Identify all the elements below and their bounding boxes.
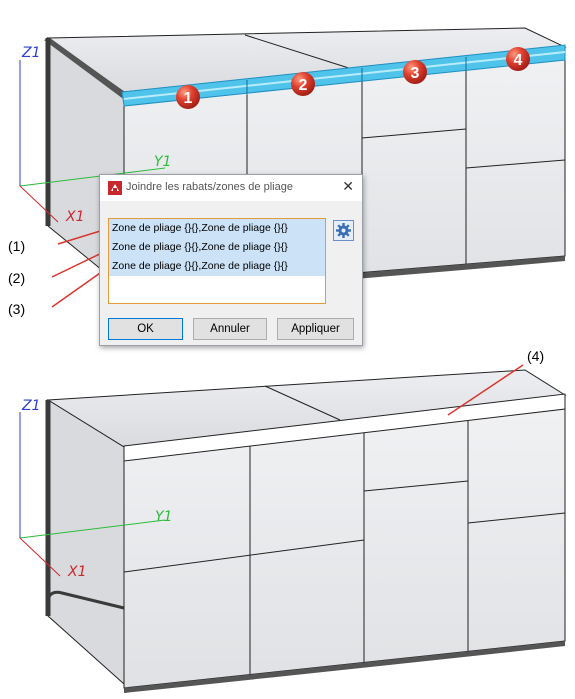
panel-divider	[467, 512, 566, 524]
marker-4[interactable]: 4	[506, 47, 530, 71]
list-item[interactable]: Zone de pliage {}{},Zone de pliage {}{}	[109, 257, 325, 276]
top-face-seam	[244, 34, 356, 71]
callout-2: (2)	[8, 270, 25, 286]
marker-1[interactable]: 1	[176, 85, 200, 109]
dialog-titlebar[interactable]: Joindre les rabats/zones de pliage ✕	[100, 175, 362, 201]
svg-text:X1: X1	[67, 564, 87, 580]
axis-triad-bottom: Z1 Y1 X1	[19, 398, 172, 580]
close-icon[interactable]: ✕	[342, 178, 354, 194]
axis-triad-top: Z1 Y1 X1	[19, 45, 171, 225]
callout-leaders-top: (1) (2) (3)	[8, 227, 111, 317]
callout-1: (1)	[8, 238, 25, 254]
top-face-seam	[264, 385, 341, 421]
inner-fold	[46, 590, 125, 610]
panel-divider	[123, 539, 365, 573]
app-logo-icon	[108, 181, 122, 195]
svg-text:X1: X1	[65, 209, 85, 225]
ok-button[interactable]: OK	[108, 318, 183, 340]
apply-button[interactable]: Appliquer	[277, 318, 354, 340]
svg-text:Z1: Z1	[21, 45, 41, 61]
fold-zone-list[interactable]: Zone de pliage {}{},Zone de pliage {}{} …	[108, 218, 326, 304]
callout-3: (3)	[8, 301, 25, 317]
bottom-edge	[124, 641, 565, 693]
list-item[interactable]: Zone de pliage {}{},Zone de pliage {}{}	[109, 219, 325, 238]
list-item[interactable]: Zone de pliage {}{},Zone de pliage {}{}	[109, 238, 325, 257]
join-flaps-dialog: Joindre les rabats/zones de pliage ✕ Zon…	[99, 174, 363, 346]
svg-text:Y1: Y1	[154, 154, 171, 170]
svg-text:Y1: Y1	[155, 509, 172, 525]
panel-divider	[465, 159, 566, 169]
panel-divider	[361, 128, 467, 139]
marker-3[interactable]: 3	[403, 60, 427, 84]
svg-text:Z1: Z1	[21, 398, 41, 414]
svg-text:3: 3	[411, 65, 420, 82]
svg-text:1: 1	[184, 90, 193, 107]
settings-button[interactable]	[333, 220, 354, 241]
end-thickness	[44, 38, 126, 98]
dialog-title: Joindre les rabats/zones de pliage	[126, 181, 293, 193]
panel-divider	[363, 480, 469, 492]
callout-leader-4	[447, 364, 524, 416]
gear-icon	[336, 223, 351, 238]
bottom-model: Z1 Y1 X1 (4)	[19, 348, 567, 693]
svg-text:2: 2	[299, 77, 308, 94]
svg-text:4: 4	[514, 52, 523, 69]
end-face	[47, 399, 125, 686]
callout-4: (4)	[527, 348, 544, 364]
marker-2[interactable]: 2	[291, 72, 315, 96]
cancel-button[interactable]: Annuler	[193, 318, 267, 340]
